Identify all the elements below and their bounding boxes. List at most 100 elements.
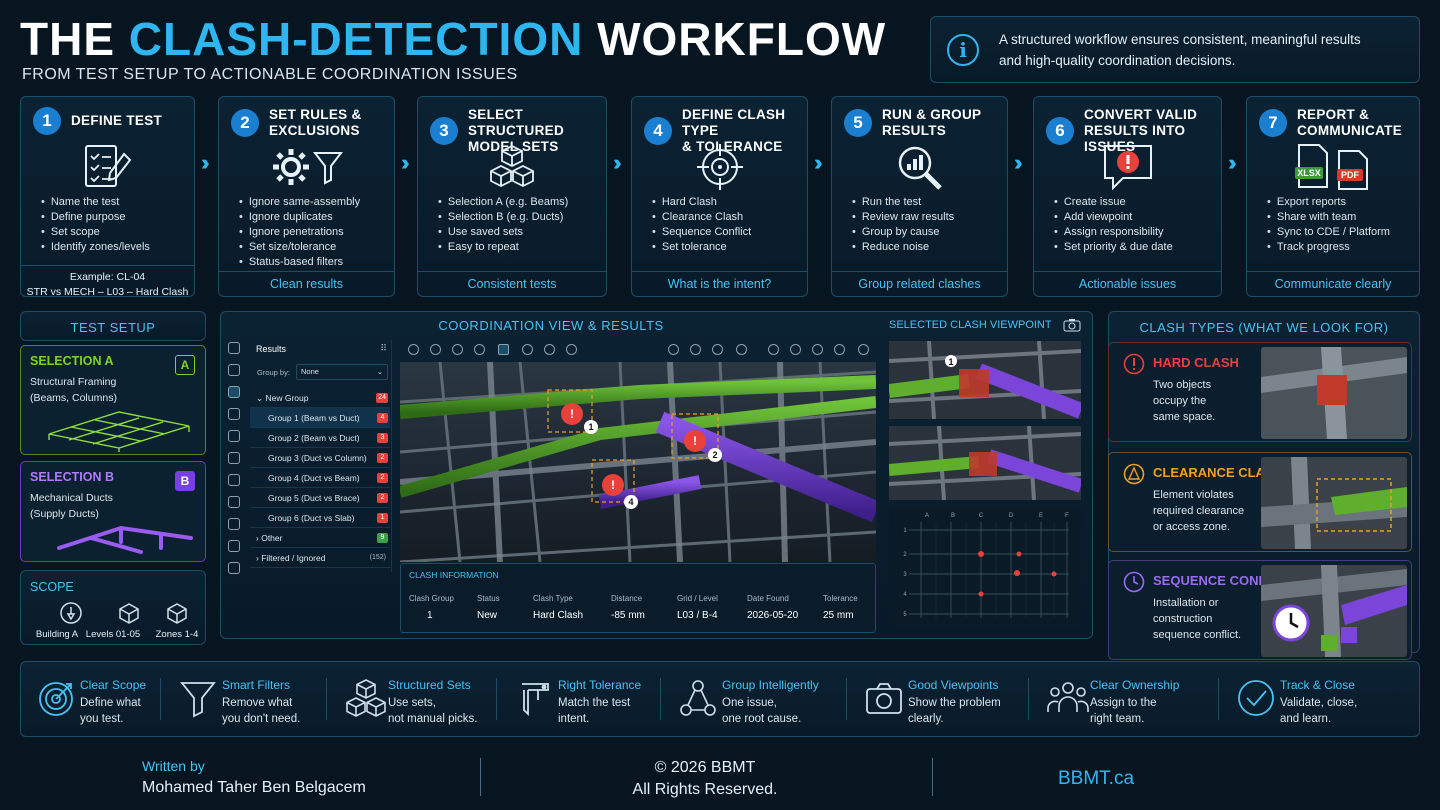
view-tool-button[interactable]	[668, 344, 679, 355]
clash-marker-1[interactable]: ! 1	[561, 403, 598, 434]
svg-text:!: !	[693, 434, 697, 448]
view-tool-button[interactable]	[768, 344, 779, 355]
selection-b-card[interactable]: SELECTION B B Mechanical Ducts (Supply D…	[20, 461, 206, 562]
expand-chevron-icon: ⌄	[256, 393, 266, 403]
clash-info-value: L03 / B-4	[677, 610, 718, 621]
view-tool-button[interactable]	[834, 344, 845, 355]
team-icon	[1046, 678, 1089, 718]
clash-marker-4[interactable]: ! 4	[602, 474, 638, 509]
clash-marker-2[interactable]: ! 2	[684, 430, 722, 462]
step-list: Selection A (e.g. Beams)Selection B (e.g…	[438, 195, 568, 255]
results-count-badge: 3	[377, 433, 388, 443]
view-tool-button[interactable]	[566, 344, 577, 355]
principle-divider	[846, 678, 847, 720]
results-title: Results	[256, 344, 287, 354]
results-row[interactable]: Group 1 (Beam vs Duct)4	[250, 408, 390, 428]
tool-button[interactable]	[228, 518, 240, 530]
chevron-right-icon: ››	[814, 150, 822, 175]
grid-row-label: 2	[903, 552, 907, 558]
tool-button[interactable]	[228, 496, 240, 508]
website-link[interactable]: BBMT.ca	[1058, 768, 1135, 789]
view-tool-button[interactable]	[430, 344, 441, 355]
written-by-label: Written by	[142, 758, 205, 774]
viewpoint-image-2[interactable]	[889, 426, 1081, 500]
view-tool-button[interactable]	[498, 344, 509, 355]
view-tool-button[interactable]	[544, 344, 555, 355]
step-list-item: Define purpose	[41, 210, 150, 225]
tool-button[interactable]	[228, 452, 240, 464]
svg-text:PDF: PDF	[1341, 170, 1360, 180]
clash-info-value: 25 mm	[823, 610, 854, 621]
selection-b-badge: B	[175, 471, 195, 491]
step-list-item: Identify zones/levels	[41, 240, 150, 255]
principle-title: Structured Sets	[388, 678, 471, 692]
page-title: THE CLASH-DETECTION WORKFLOW	[20, 12, 886, 66]
principles-bar	[20, 661, 1420, 737]
chevron-right-icon: ››	[201, 150, 209, 175]
view-tool-button[interactable]	[690, 344, 701, 355]
camera-icon[interactable]	[1063, 318, 1081, 332]
clash-info-value: Hard Clash	[533, 610, 584, 621]
tool-button[interactable]	[228, 342, 240, 354]
svg-text:2: 2	[712, 450, 717, 460]
results-row[interactable]: Group 4 (Duct vs Beam)2	[250, 468, 390, 488]
duct-network-graphic	[57, 525, 193, 554]
tool-button[interactable]	[228, 364, 240, 376]
results-count-badge: 2	[377, 473, 388, 483]
tool-button[interactable]	[228, 386, 240, 398]
view-tool-button[interactable]	[736, 344, 747, 355]
step-number: 4	[644, 117, 672, 145]
selection-a-card[interactable]: SELECTION A A Structural Framing (Beams,…	[20, 345, 206, 455]
view-tool-button[interactable]	[522, 344, 533, 355]
tool-button[interactable]	[228, 430, 240, 442]
step-list-item: Selection A (e.g. Beams)	[438, 195, 568, 210]
scope-card: SCOPE Building A Levels 01-05 Zones 1-4	[20, 570, 206, 645]
step-title: SET RULES &EXCLUSIONS	[269, 107, 362, 138]
results-row[interactable]: Group 5 (Duct vs Brace)2	[250, 488, 390, 508]
tool-button[interactable]	[228, 540, 240, 552]
view-tool-button[interactable]	[712, 344, 723, 355]
results-row[interactable]: Group 6 (Duct vs Slab)1	[250, 508, 390, 528]
step-list-item: Reduce noise	[852, 240, 954, 255]
view-tool-button[interactable]	[812, 344, 823, 355]
view-tool-button[interactable]	[408, 344, 419, 355]
results-menu-icon[interactable]: ⠿	[380, 343, 387, 353]
step-title: DEFINE CLASH TYPE& TOLERANCE	[682, 107, 786, 154]
clash-info-header: Status	[477, 594, 500, 603]
results-row[interactable]: Group 3 (Duct vs Column)2	[250, 448, 390, 468]
view-tool-button[interactable]	[790, 344, 801, 355]
cubes-icon	[344, 678, 386, 718]
grid-row-label: 3	[903, 572, 907, 578]
page-subtitle: FROM TEST SETUP TO ACTIONABLE COORDINATI…	[22, 66, 518, 83]
step-list-item: Name the test	[41, 195, 150, 210]
view-tool-button[interactable]	[474, 344, 485, 355]
principle-title: Good Viewpoints	[908, 678, 999, 692]
view-tool-button[interactable]	[452, 344, 463, 355]
group-by-select[interactable]: None ⌄	[296, 364, 388, 380]
title-accent: CLASH-DETECTION	[128, 13, 584, 65]
step-list: Create issueAdd viewpointAssign responsi…	[1054, 195, 1173, 255]
results-row[interactable]: › Filtered / Ignored(152)	[250, 548, 390, 568]
step-list-item: Set size/tolerance	[239, 240, 360, 255]
tool-button[interactable]	[228, 408, 240, 420]
results-row[interactable]: Group 2 (Beam vs Duct)3	[250, 428, 390, 448]
results-count-badge: 2	[377, 493, 388, 503]
principle-title: Smart Filters	[222, 678, 291, 692]
tool-button[interactable]	[228, 474, 240, 486]
tool-button[interactable]	[228, 562, 240, 574]
model-3d-view[interactable]: ! 1 ! 2 ! 4	[400, 362, 876, 562]
step-list-item: Hard Clash	[652, 195, 751, 210]
viewpoint-image-1[interactable]: 1	[889, 341, 1081, 419]
view-tool-button[interactable]	[858, 344, 869, 355]
